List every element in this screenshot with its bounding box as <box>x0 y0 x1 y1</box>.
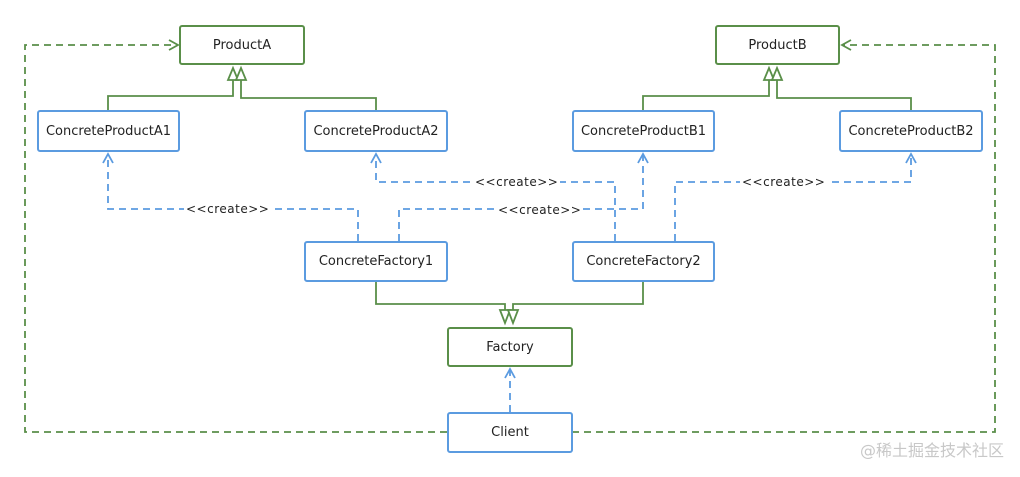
factory2-create-producta2 <box>370 152 616 241</box>
node-label: Factory <box>486 339 534 355</box>
node-factory[interactable]: Factory <box>447 327 573 367</box>
realization-arrowhead <box>234 65 248 81</box>
node-concreteproductb2[interactable]: ConcreteProductB2 <box>839 110 983 152</box>
node-client[interactable]: Client <box>447 412 573 453</box>
node-label: ProductA <box>212 37 272 53</box>
node-label: ConcreteFactory2 <box>586 254 701 269</box>
producta-realization-edges <box>107 65 377 110</box>
realization-arrowhead <box>762 65 776 81</box>
client-to-productb-dependency <box>572 39 996 433</box>
realization-arrowhead <box>498 309 512 326</box>
node-label: ConcreteProductA2 <box>313 123 439 139</box>
create-label-a2: <<create>> <box>473 175 561 189</box>
realization-arrowhead <box>506 309 520 326</box>
client-to-producta-dependency <box>24 39 447 433</box>
node-label: Client <box>491 425 529 440</box>
node-concretefactory2[interactable]: ConcreteFactory2 <box>572 241 715 282</box>
node-producta[interactable]: ProductA <box>179 25 305 65</box>
create-label-b2: <<create>> <box>740 175 828 189</box>
node-concreteproductb1[interactable]: ConcreteProductB1 <box>572 110 715 152</box>
node-concreteproducta1[interactable]: ConcreteProductA1 <box>37 110 180 152</box>
node-label: ConcreteProductB1 <box>580 123 707 139</box>
node-label: ConcreteFactory1 <box>318 254 434 269</box>
node-label: ConcreteProductB2 <box>848 123 974 139</box>
factory-realization-edges <box>375 282 644 326</box>
productb-realization-edges <box>642 65 912 110</box>
factory1-create-productb1 <box>398 152 649 241</box>
create-label-b1: <<create>> <box>496 203 584 217</box>
node-productb[interactable]: ProductB <box>715 25 840 65</box>
node-label: ConcreteProductA1 <box>45 123 172 139</box>
node-label: ProductB <box>748 37 807 53</box>
node-concreteproducta2[interactable]: ConcreteProductA2 <box>304 110 448 152</box>
watermark: @稀土掘金技术社区 <box>859 441 1004 460</box>
create-label-a1: <<create>> <box>184 202 272 216</box>
realization-arrowhead <box>226 65 240 81</box>
factory2-create-productb2 <box>674 152 917 241</box>
factory1-create-producta1 <box>102 152 359 241</box>
node-concretefactory1[interactable]: ConcreteFactory1 <box>304 241 448 282</box>
realization-arrowhead <box>770 65 784 81</box>
